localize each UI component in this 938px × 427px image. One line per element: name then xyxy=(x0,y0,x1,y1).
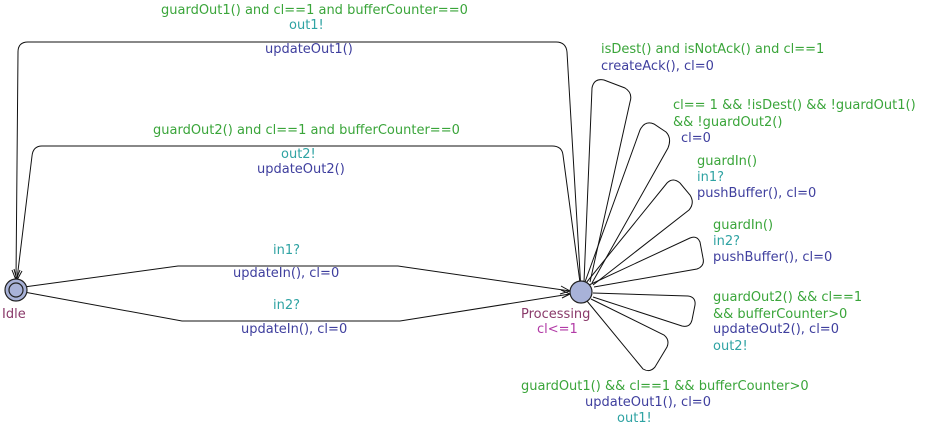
loop-out2-guard-1: guardOut2() && cl==1 xyxy=(713,290,862,305)
edge-out2-sync: out2! xyxy=(281,147,316,162)
loop-out1-assign: updateOut1(), cl=0 xyxy=(585,395,711,410)
loop-reset-guard-2: && !guardOut2() xyxy=(673,115,782,130)
edge-out1-sync: out1! xyxy=(289,18,324,33)
loop-reset xyxy=(584,122,671,284)
loop-out2-guard-2: && bufferCounter>0 xyxy=(713,307,847,322)
loop-reset-guard-1: cl== 1 && !isDest() && !guardOut1() xyxy=(673,98,916,113)
edge-in2 xyxy=(23,291,571,322)
loop-in2-guard: guardIn() xyxy=(713,218,773,233)
edge-in1-sync: in1? xyxy=(273,243,300,258)
location-idle[interactable] xyxy=(4,278,28,302)
loop-out2-assign: updateOut2(), cl=0 xyxy=(713,322,839,337)
loop-in1-assign: pushBuffer(), cl=0 xyxy=(697,186,816,201)
edge-out1-guard: guardOut1() and cl==1 and bufferCounter=… xyxy=(161,3,468,18)
edge-in1-assign: updateIn(), cl=0 xyxy=(233,266,339,281)
processing-name: Processing xyxy=(521,307,590,322)
edge-in1 xyxy=(23,265,571,292)
edge-in2-sync: in2? xyxy=(273,298,300,313)
loop-out1-sync: out1! xyxy=(617,411,652,426)
edge-out2-top xyxy=(16,145,582,291)
loop-reset-assign: cl=0 xyxy=(681,131,711,146)
edge-in2-assign: updateIn(), cl=0 xyxy=(241,322,347,337)
loop-ack-guard: isDest() and isNotAck() and cl==1 xyxy=(601,42,824,57)
loop-out2 xyxy=(592,292,696,327)
edge-out1-assign: updateOut1() xyxy=(265,42,353,57)
loop-out2-sync: out2! xyxy=(713,339,748,354)
location-processing[interactable] xyxy=(569,280,593,304)
processing-invariant: cl<=1 xyxy=(537,322,578,337)
edge-out1-top xyxy=(15,41,582,291)
loop-ack xyxy=(583,79,632,283)
loop-out1-guard: guardOut1() && cl==1 && bufferCounter>0 xyxy=(521,379,809,394)
loop-ack-assign: createAck(), cl=0 xyxy=(601,59,714,74)
edge-out2-assign: updateOut2() xyxy=(257,162,345,177)
idle-name: Idle xyxy=(2,307,26,322)
loop-in1-guard: guardIn() xyxy=(697,154,757,169)
loop-out1 xyxy=(586,298,669,372)
loop-in2-assign: pushBuffer(), cl=0 xyxy=(713,250,832,265)
loop-in1-sync: in1? xyxy=(697,170,724,185)
edge-out2-guard: guardOut2() and cl==1 and bufferCounter=… xyxy=(153,123,460,138)
loop-in1 xyxy=(585,179,693,286)
loop-in2 xyxy=(588,236,704,288)
loop-in2-sync: in2? xyxy=(713,234,740,249)
